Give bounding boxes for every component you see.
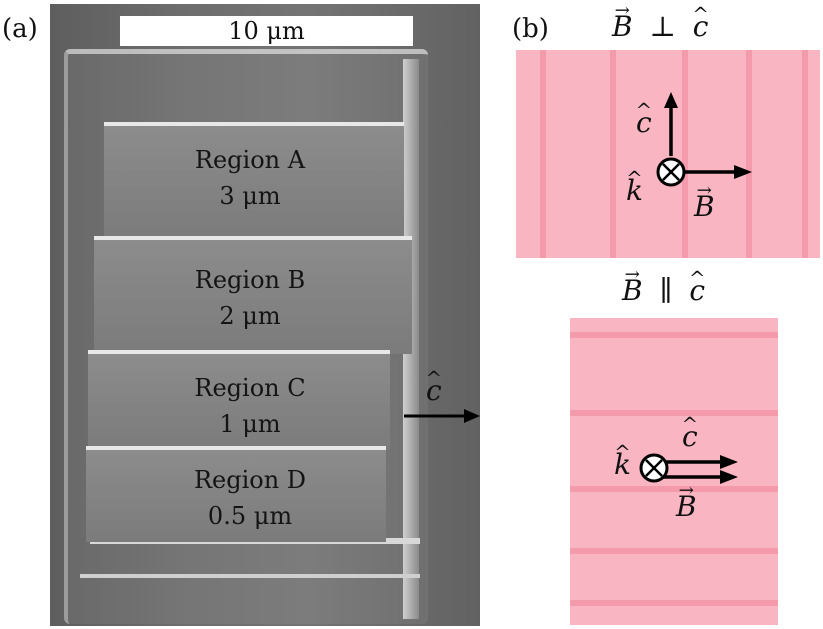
region-d-block [86,446,386,542]
title-bottom-B: B [622,274,643,307]
region-d-thickness: 0.5 μm [207,502,293,530]
region-b-name: Region B [194,266,306,294]
title-top-relation: ⊥ [649,10,676,43]
region-a-name: Region A [194,146,306,174]
top-schematic: c k B [516,50,820,258]
title-top-B: B [612,10,633,43]
top-c-label: c [636,106,652,139]
title-bottom-c: c [689,274,705,307]
region-d-name: Region D [193,466,307,494]
bottom-k-text: k [614,448,631,481]
region-b-thickness: 2 μm [219,302,281,330]
sem-image: 10 μm Region A 3 μm Region B 2 μm Region… [50,4,480,626]
region-c-block [88,350,390,450]
bottom-c-text: c [682,420,698,453]
region-b-block [94,236,412,354]
top-B-text: B [694,190,715,223]
top-k-label: k [626,174,643,207]
title-top-c: c [693,10,709,43]
region-a-block [104,122,404,240]
region-c-name: Region C [194,374,306,402]
region-a-label: Region A 3 μm [160,142,340,214]
c-axis-arrow [404,409,480,423]
top-k-text: k [626,174,643,207]
region-c-thickness: 1 μm [219,410,281,438]
bottom-B-text: B [676,490,697,523]
region-c-label: Region C 1 μm [160,370,340,442]
panel-b-label: (b) [512,14,549,44]
top-c-text: c [636,106,652,139]
scale-bar: 10 μm [120,16,413,46]
top-schematic-title: B ⊥ c [612,10,708,43]
region-b-label: Region B 2 μm [160,262,340,334]
region-a-thickness: 3 μm [219,182,281,210]
panel-a-label: (a) [2,14,38,44]
bottom-schematic-stripes [570,332,778,606]
bottom-c-label: c [682,420,698,453]
bottom-schematic: c k B [570,318,778,625]
bottom-B-label: B [676,490,697,523]
c-axis-label: c [426,374,442,407]
c-axis-text: c [426,374,442,407]
top-B-label: B [694,190,715,223]
bottom-schematic-title: B ∥ c [622,274,705,307]
top-schematic-stripes [540,50,808,258]
region-d-label: Region D 0.5 μm [160,462,340,534]
bottom-k-label: k [614,448,631,481]
lamella-base-rim [80,574,420,578]
title-bottom-relation: ∥ [659,274,673,307]
